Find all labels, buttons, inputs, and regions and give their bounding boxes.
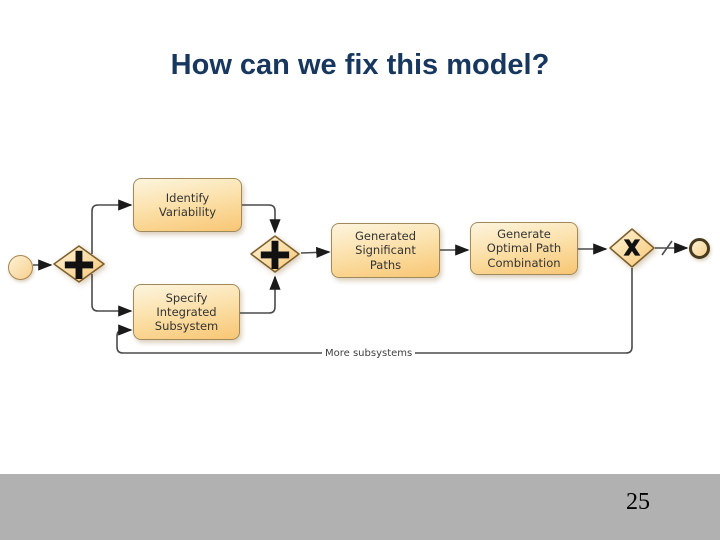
task-label: Generated Significant Paths: [354, 229, 416, 272]
parallel-split-gateway-diamond: [53, 245, 105, 283]
task-generate-optimal-path-combination: Generate Optimal Path Combination: [470, 222, 578, 275]
page-title: How can we fix this model?: [170, 49, 550, 81]
slide-footer-bar: [0, 474, 720, 540]
parallel-join-gateway-diamond: [250, 235, 300, 273]
task-label: Specify Integrated Subsystem: [154, 290, 219, 333]
task-label: Generate Optimal Path Combination: [486, 227, 562, 270]
task-label: Identify Variability: [158, 190, 217, 219]
task-identify-variability: Identify Variability: [133, 178, 242, 232]
page-number: 25: [626, 489, 650, 515]
start-event-circle: [8, 255, 33, 280]
exclusive-gateway-diamond: [609, 228, 655, 268]
end-event-circle: [689, 238, 710, 259]
loop-edge-label: More subsystems: [322, 347, 416, 361]
task-generated-significant-paths: Generated Significant Paths: [331, 223, 440, 278]
task-specify-integrated-subsystem: Specify Integrated Subsystem: [133, 284, 240, 340]
